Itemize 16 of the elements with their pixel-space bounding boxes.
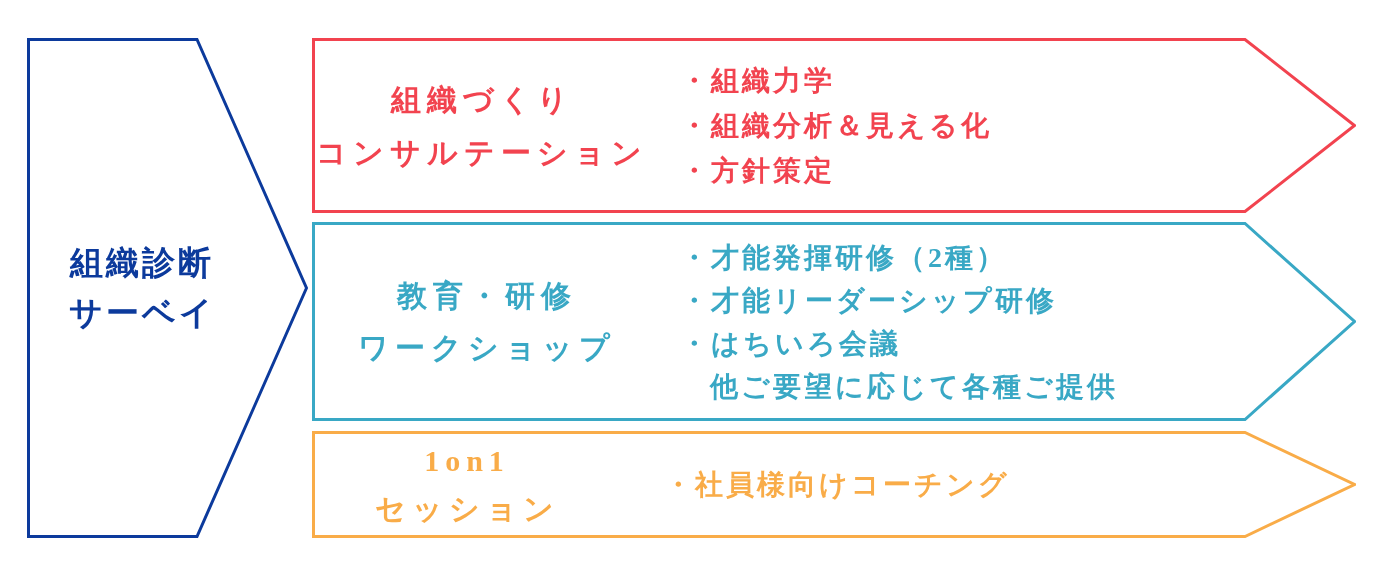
- list-item: ・はちいろ会議: [680, 326, 901, 361]
- chevron-panel: [312, 222, 1356, 421]
- chevron-panel: [312, 38, 1356, 213]
- list-item: ・組織力学: [680, 64, 835, 98]
- chevron-panel: [27, 38, 308, 538]
- list-item: ・社員様向けコーチング: [664, 468, 1010, 502]
- list-item: ・方針策定: [680, 154, 835, 188]
- list-item: ・才能リーダーシップ研修: [680, 283, 1057, 318]
- heading-text: 組織づくりコンサルテーション: [316, 81, 648, 171]
- heading-text: 教育・研修ワークショップ: [358, 277, 616, 366]
- list-item: ・才能発揮研修（2種）: [680, 240, 1007, 275]
- chevron-panel: [312, 431, 1356, 538]
- list-item: ・組織分析＆見える化: [680, 109, 992, 143]
- heading-text: 組織診断サーベイ: [68, 244, 216, 333]
- heading-text: 1on1セッション: [374, 442, 560, 527]
- list-item: 他ご要望に応じて各種ご提供: [710, 369, 1118, 404]
